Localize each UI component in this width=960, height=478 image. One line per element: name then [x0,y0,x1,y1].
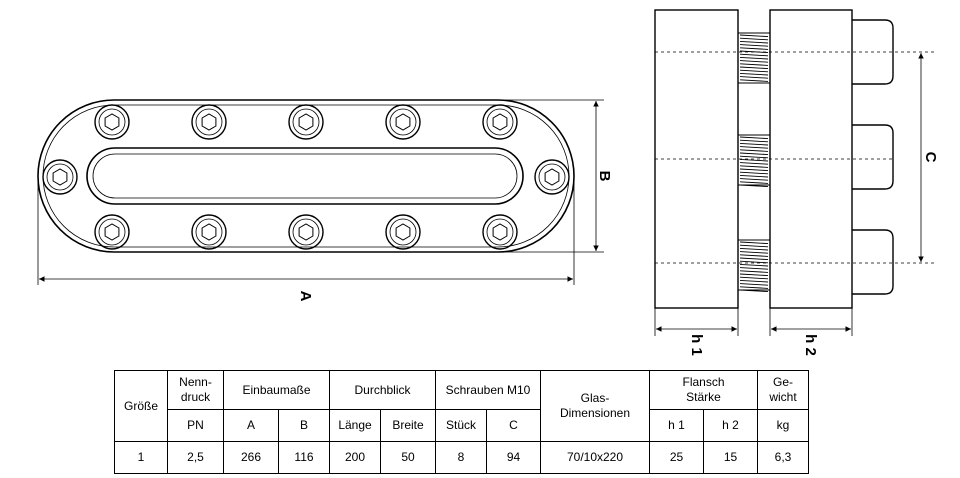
header-einbaumasse: Einbaumaße [223,370,330,410]
thread-icon [739,136,769,188]
dimension-a [37,176,575,285]
dimension-a-label: A [297,291,314,302]
header-groesse: Größe [114,370,168,442]
glass-strip-bottom [737,239,771,291]
dimension-b-label: B [596,171,613,182]
side-view [654,9,935,309]
header-durchblick: Durchblick [329,370,436,410]
sub-c: C [486,409,541,442]
cell-pn: 2,5 [167,441,224,474]
dimension-h [654,308,853,336]
header-gewicht: Ge- wicht [757,370,809,410]
table-header-row: Größe Nenn- druck Einbaumaße Durchblick … [114,370,809,442]
table-subheader-row: PN A B Länge Breite Stück C h 1 h 2 kg [115,409,809,442]
flange-inner-outline [42,104,570,248]
header-nenndruck: Nenn- druck [167,370,224,410]
bolt-icon [482,214,518,250]
bolt-icon [94,104,130,140]
sight-window-outer [86,147,524,205]
cell-c: 94 [486,441,541,474]
sight-window-inner [92,153,518,199]
glass-strip-mid [737,134,771,186]
nut-mid [852,124,894,190]
dimension-c-label: C [922,152,939,163]
glass-strip-top [737,32,771,84]
bolt-icon [191,104,227,140]
sub-stueck: Stück [435,409,487,442]
dimension-b [505,99,604,253]
bolt-icon [385,104,421,140]
table-row: 1 2,5 266 116 200 50 8 94 70/10x220 25 1… [114,441,809,474]
bolt-icon [482,104,518,140]
header-glas: Glas- Dimensionen [540,370,650,442]
bolt-icon [385,214,421,250]
bolt-icon [288,214,324,250]
sub-pn: PN [167,409,224,442]
cell-a: 266 [223,441,279,474]
cell-breite: 50 [380,441,436,474]
sub-a: A [223,409,279,442]
cell-kg: 6,3 [757,441,809,474]
cell-h1: 25 [649,441,704,474]
nut-bottom [852,229,894,295]
technical-drawing: A B C h 1 h 2 [37,9,939,356]
cell-laenge: 200 [329,441,381,474]
front-view [37,99,575,253]
sub-kg: kg [757,409,809,442]
cell-groesse: 1 [114,441,168,474]
sub-breite: Breite [380,409,436,442]
thread-icon [739,34,769,82]
cell-stueck: 8 [435,441,487,474]
dimension-h1-label: h 1 [688,334,705,356]
sub-h2: h 2 [703,409,758,442]
sub-h1: h 1 [649,409,704,442]
cell-h2: 15 [703,441,758,474]
bolt-icon [94,214,130,250]
sub-laenge: Länge [329,409,381,442]
header-schrauben: Schrauben M10 [435,370,541,410]
bolt-icon [191,214,227,250]
thread-icon [739,241,769,293]
cell-b: 116 [278,441,330,474]
sub-b: B [278,409,330,442]
dimension-h2-label: h 2 [802,334,819,356]
bolt-icon [288,104,324,140]
bolt-icon [42,159,78,195]
spec-table: Größe Nenn- druck Einbaumaße Durchblick … [114,370,809,474]
nut-top [852,19,894,85]
header-flansch: Flansch Stärke [649,370,758,410]
bolt-icon [534,159,570,195]
cell-glas: 70/10x220 [540,441,650,474]
